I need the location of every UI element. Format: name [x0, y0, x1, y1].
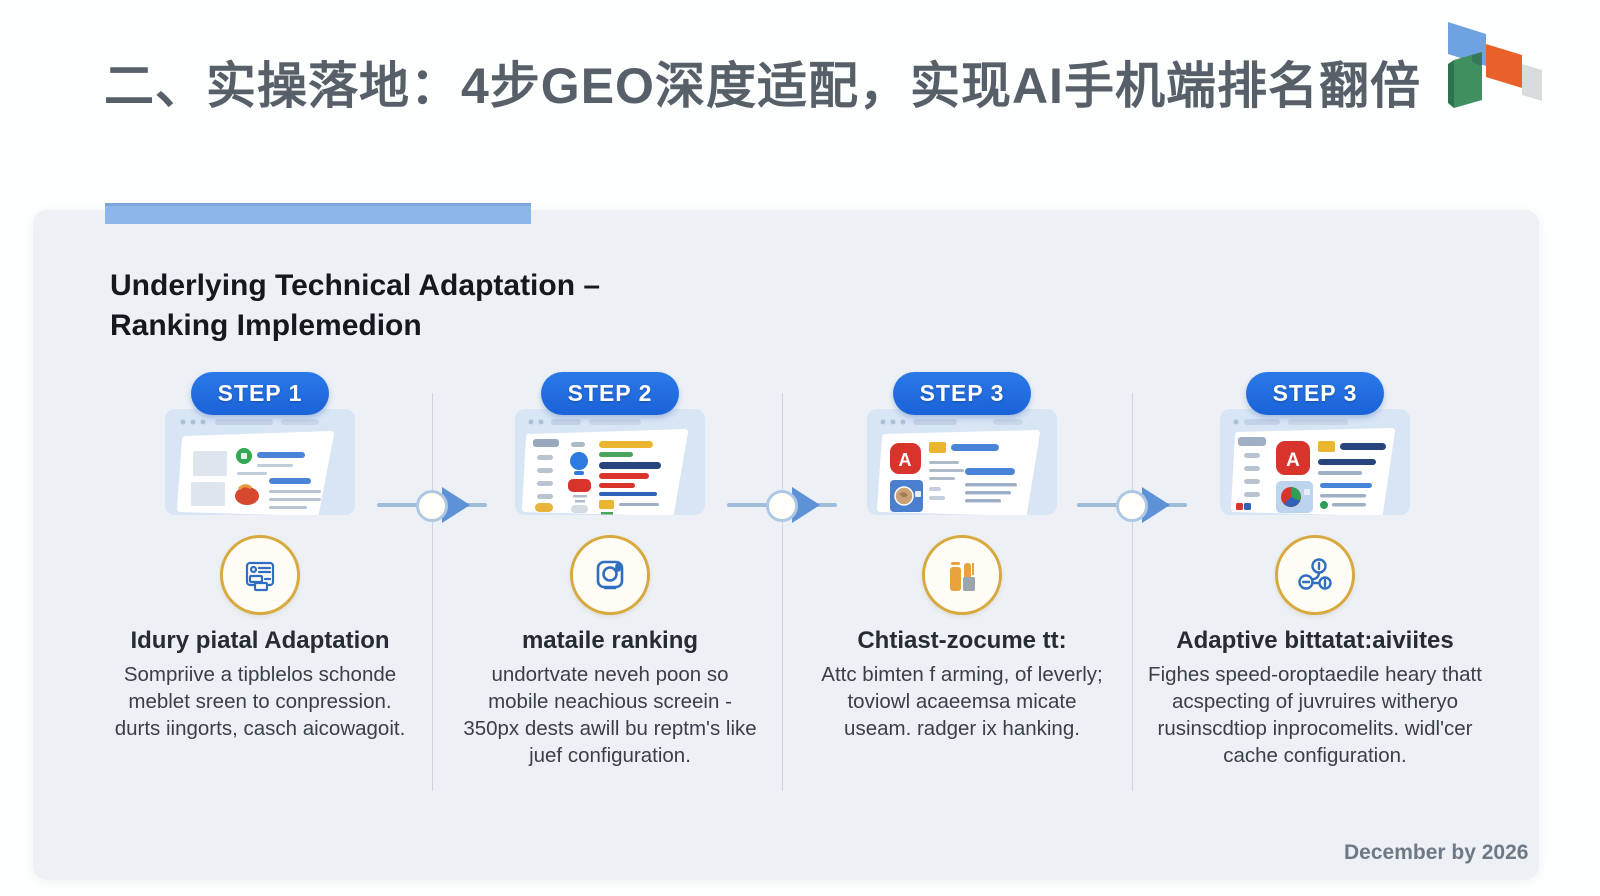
panel-heading-line2: Ranking Implemedion — [110, 309, 422, 342]
step-3-title: Chtiast-zocume tt: — [857, 627, 1067, 654]
step-column-3: STEP 3 A Chtiast-zocume tt: Attc bi — [787, 372, 1137, 742]
page-title: 二、实操落地：4步GEO深度适配，实现AI手机端排名翻倍 — [104, 58, 1421, 114]
panel-heading: Underlying Technical Adaptation – Rankin… — [110, 266, 600, 346]
document-form-icon — [220, 535, 300, 615]
step-4-badge: STEP 3 — [1245, 372, 1385, 415]
step-1-title: Idury piatal Adaptation — [130, 627, 390, 654]
column-divider — [1132, 393, 1133, 791]
connector-node — [416, 490, 448, 522]
step-3-illustration: A — [867, 409, 1057, 515]
connector-node — [766, 490, 798, 522]
slide-date: December by 2026 — [1344, 841, 1529, 864]
step-1-description: Sompriive a tipblelos schonde meblet sre… — [114, 663, 406, 741]
brand-logo — [1448, 22, 1542, 108]
step-2-badge: STEP 2 — [540, 372, 680, 415]
step-4-description: Fighes speed-oroptaedile heary thatt acs… — [1148, 663, 1482, 768]
step-2-illustration — [515, 409, 705, 515]
step-column-1: STEP 1 Idury piatal Adaptation Sompriive… — [85, 372, 435, 742]
column-divider — [782, 393, 783, 791]
step-3-description: Attc bimten f arming, of leverly; toviow… — [821, 663, 1103, 741]
svg-text:A: A — [1286, 450, 1300, 471]
step-3-badge: STEP 3 — [892, 372, 1032, 415]
step-1-illustration — [165, 409, 355, 515]
step-1-badge: STEP 1 — [190, 372, 330, 415]
step-4-title: Adaptive bittatat:aiviites — [1176, 627, 1454, 654]
step-2-title: mataile ranking — [521, 627, 699, 654]
step-column-4: STEP 3 A Adapti — [1140, 372, 1490, 769]
accent-bar — [105, 203, 531, 224]
step-2-description: undortvate neveh poon so mobile neachiou… — [463, 663, 757, 768]
step-4-illustration: A — [1220, 409, 1410, 515]
camera-icon — [570, 535, 650, 615]
connector-node — [1116, 490, 1148, 522]
step-column-2: STEP 2 mataile ranking undortva — [435, 372, 785, 769]
column-divider — [432, 393, 433, 791]
bar-chart-icon — [922, 535, 1002, 615]
svg-text:A: A — [899, 450, 912, 470]
panel-heading-line1: Underlying Technical Adaptation – — [110, 269, 601, 302]
network-nodes-icon — [1275, 535, 1355, 615]
